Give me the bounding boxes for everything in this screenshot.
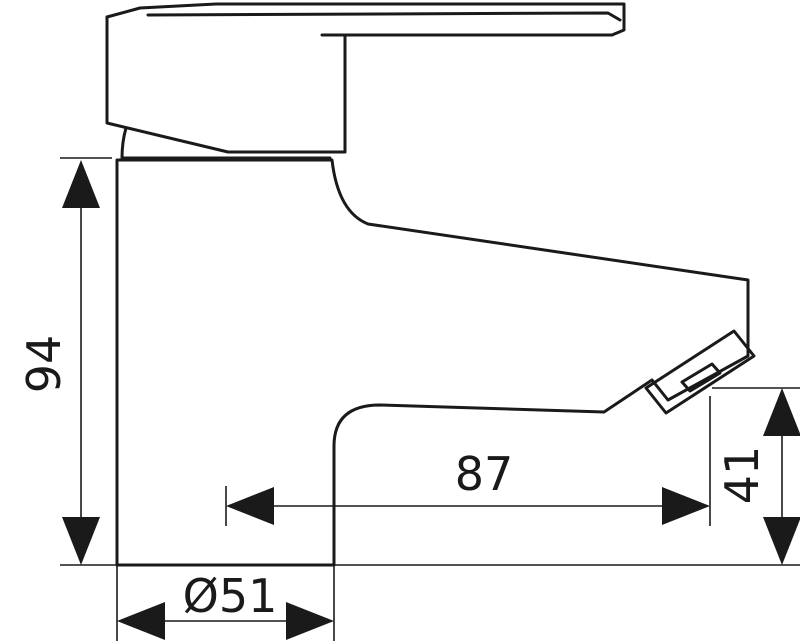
label-51: Ø51 bbox=[183, 569, 278, 623]
dimension-spout-reach: 87 bbox=[226, 447, 710, 525]
dimension-height-total: 94 bbox=[17, 160, 100, 565]
handle-lever bbox=[105, 2, 626, 37]
faucet-handle bbox=[105, 2, 626, 154]
handle-lever-top-edge bbox=[146, 11, 622, 22]
handle-block bbox=[105, 15, 347, 154]
arrow-up-94 bbox=[62, 160, 100, 208]
faucet-body bbox=[115, 158, 750, 567]
label-87: 87 bbox=[455, 447, 514, 501]
body-collar bbox=[120, 126, 332, 160]
arrow-down-94 bbox=[62, 517, 100, 565]
arrow-up-41 bbox=[763, 388, 800, 436]
arrow-left-87 bbox=[226, 487, 274, 525]
aerator-housing bbox=[644, 329, 756, 415]
arrow-down-41 bbox=[763, 517, 800, 565]
arrow-left-51 bbox=[117, 602, 165, 640]
label-94: 94 bbox=[17, 335, 71, 394]
dimension-spout-height: 41 bbox=[715, 388, 800, 565]
arrow-right-51 bbox=[286, 602, 334, 640]
aerator-slot bbox=[680, 362, 722, 393]
arrow-right-87 bbox=[662, 487, 710, 525]
label-41: 41 bbox=[715, 446, 769, 505]
spout-aerator bbox=[644, 329, 756, 415]
dimension-base-diameter: Ø51 bbox=[117, 569, 334, 640]
